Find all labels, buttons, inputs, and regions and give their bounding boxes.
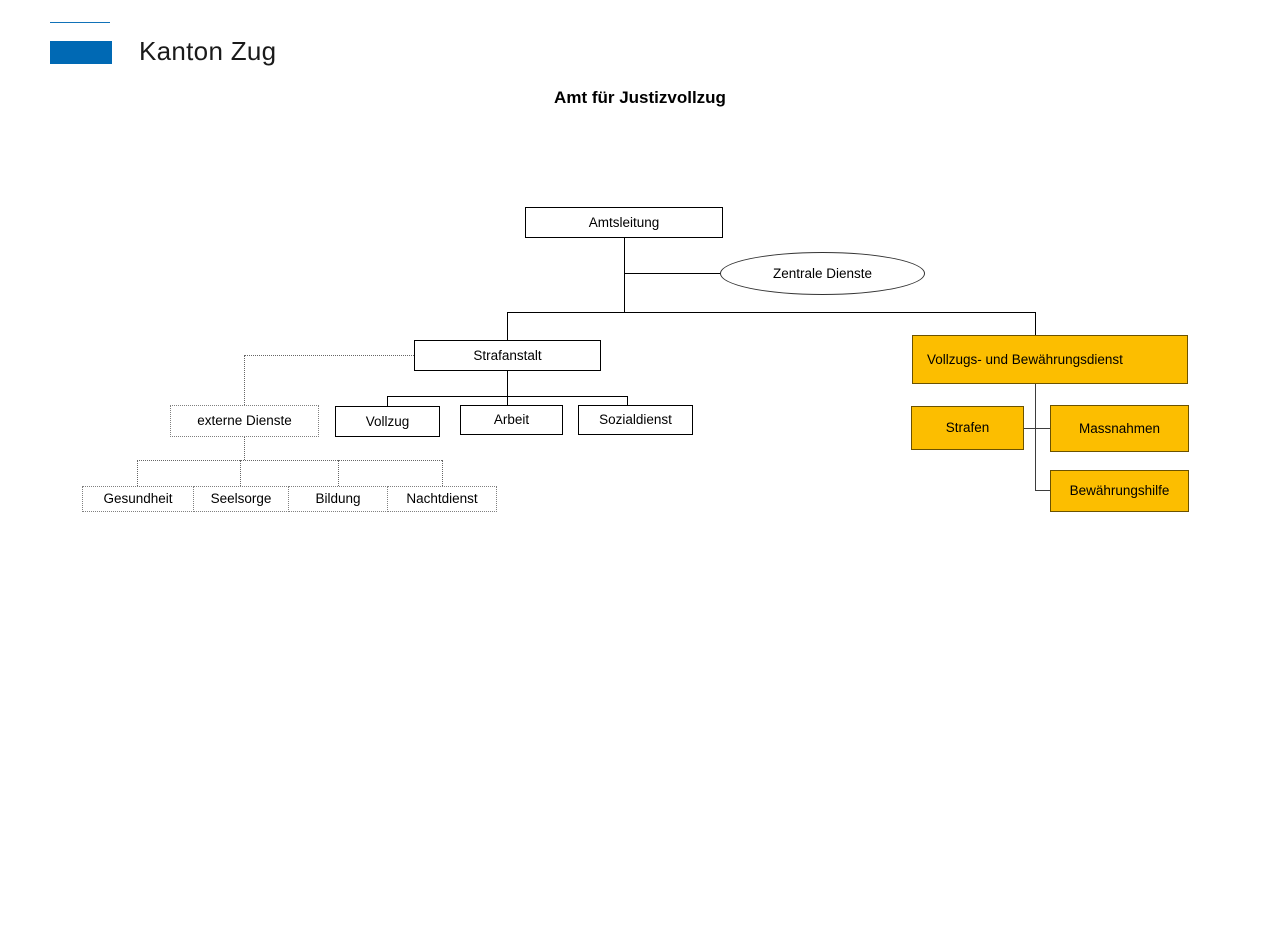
node-bewaehrungshilfe-label: Bewährungshilfe: [1069, 483, 1170, 499]
connector-to-bewaehrungshilfe: [1035, 490, 1051, 491]
connector-amtsleitung-to-zentrale-dienste: [624, 273, 722, 274]
connector-to-vollzug: [387, 396, 388, 406]
node-seelsorge-label: Seelsorge: [210, 491, 272, 507]
logo-mark-icon: [50, 41, 112, 64]
node-arbeit-label: Arbeit: [493, 412, 530, 428]
node-externe-dienste-label: externe Dienste: [197, 413, 292, 429]
node-massnahmen-label: Massnahmen: [1078, 420, 1161, 436]
connector-externe-dienste-stem: [244, 437, 245, 460]
node-vollzug[interactable]: Vollzug: [335, 406, 440, 437]
connector-vollzugsdienst-stem: [1035, 384, 1036, 490]
node-externe-dienste[interactable]: externe Dienste: [170, 405, 319, 437]
page-title: Amt für Justizvollzug: [554, 88, 726, 107]
node-strafen[interactable]: Strafen: [911, 406, 1024, 450]
logo-wordmark: Kanton Zug: [139, 36, 277, 66]
connector-to-nachtdienst: [442, 460, 443, 486]
node-massnahmen[interactable]: Massnahmen: [1050, 405, 1189, 452]
connector-strafanstalt-top-stem: [507, 312, 508, 340]
connector-to-seelsorge: [240, 460, 241, 486]
node-zentrale-dienste-label: Zentrale Dienste: [772, 265, 873, 281]
node-nachtdienst[interactable]: Nachtdienst: [387, 486, 497, 512]
connector-strafanstalt-to-externe-dienste-h: [244, 355, 414, 356]
node-bildung-label: Bildung: [315, 491, 361, 507]
node-bildung[interactable]: Bildung: [288, 486, 388, 512]
connector-to-massnahmen: [1035, 428, 1051, 429]
node-strafanstalt[interactable]: Strafanstalt: [414, 340, 601, 371]
node-gesundheit-label: Gesundheit: [103, 491, 173, 507]
node-amtsleitung[interactable]: Amtsleitung: [525, 207, 723, 238]
node-strafen-label: Strafen: [945, 420, 990, 436]
node-amtsleitung-label: Amtsleitung: [588, 214, 660, 230]
node-vollzugs-und-bewaehrungsdienst[interactable]: Vollzugs- und Bewährungsdienst: [912, 335, 1188, 384]
node-arbeit[interactable]: Arbeit: [460, 405, 563, 435]
connector-to-strafen: [1024, 428, 1035, 429]
kanton-zug-logo: [50, 22, 112, 64]
connector-externe-dienste-child-bus: [137, 460, 442, 461]
node-zentrale-dienste[interactable]: Zentrale Dienste: [720, 252, 925, 295]
connector-amtsleitung-stem: [624, 237, 625, 312]
connector-main-bus: [507, 312, 1036, 313]
node-seelsorge[interactable]: Seelsorge: [193, 486, 289, 512]
connector-strafanstalt-to-externe-dienste-v: [244, 355, 245, 405]
node-vollzugs-und-bewaehrungsdienst-label: Vollzugs- und Bewährungsdienst: [927, 351, 1123, 367]
node-strafanstalt-label: Strafanstalt: [473, 347, 542, 363]
node-vollzug-label: Vollzug: [365, 413, 410, 429]
logo-rule: [50, 22, 110, 23]
connector-to-gesundheit: [137, 460, 138, 486]
connector-bus-to-vollzugsdienst: [1035, 312, 1036, 335]
connector-strafanstalt-stem: [507, 370, 508, 396]
node-sozialdienst-label: Sozialdienst: [599, 412, 672, 428]
connector-to-arbeit: [507, 396, 508, 406]
connector-to-bildung: [338, 460, 339, 486]
node-sozialdienst[interactable]: Sozialdienst: [578, 405, 693, 435]
node-nachtdienst-label: Nachtdienst: [406, 491, 478, 507]
connector-to-sozialdienst: [627, 396, 628, 406]
node-gesundheit[interactable]: Gesundheit: [82, 486, 194, 512]
node-bewaehrungshilfe[interactable]: Bewährungshilfe: [1050, 470, 1189, 512]
